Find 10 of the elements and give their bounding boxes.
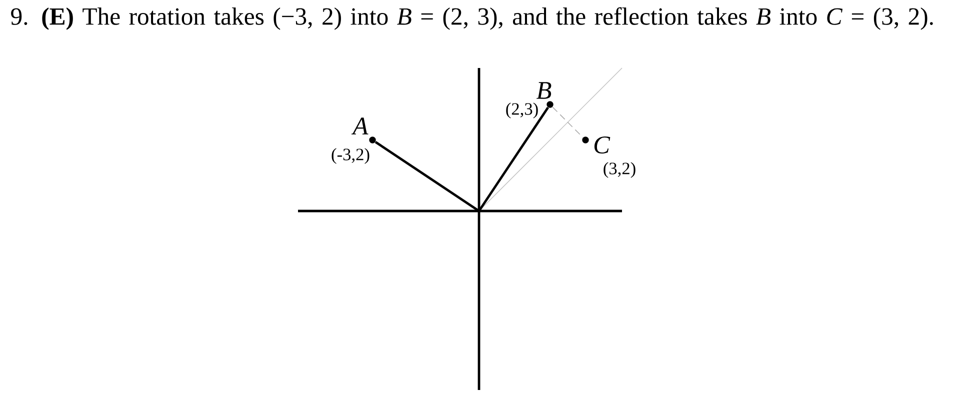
- line-segment: [374, 141, 480, 212]
- point-label: A: [351, 118, 368, 134]
- coordinate-label: (3,2): [604, 162, 636, 178]
- point-label: B: [536, 82, 552, 99]
- coordinate-label: (2,3): [506, 102, 538, 118]
- point-label: C: [594, 136, 610, 154]
- problem-text: 9. (E) The rotation takes (−3, 2) into B = (2, 3), and the reflection takes B into C = (3, 2).: [11, 7, 933, 30]
- coordinate-label: (-3,2): [332, 148, 370, 164]
- line-segment: [552, 106, 584, 138]
- line-segment: [478, 106, 550, 212]
